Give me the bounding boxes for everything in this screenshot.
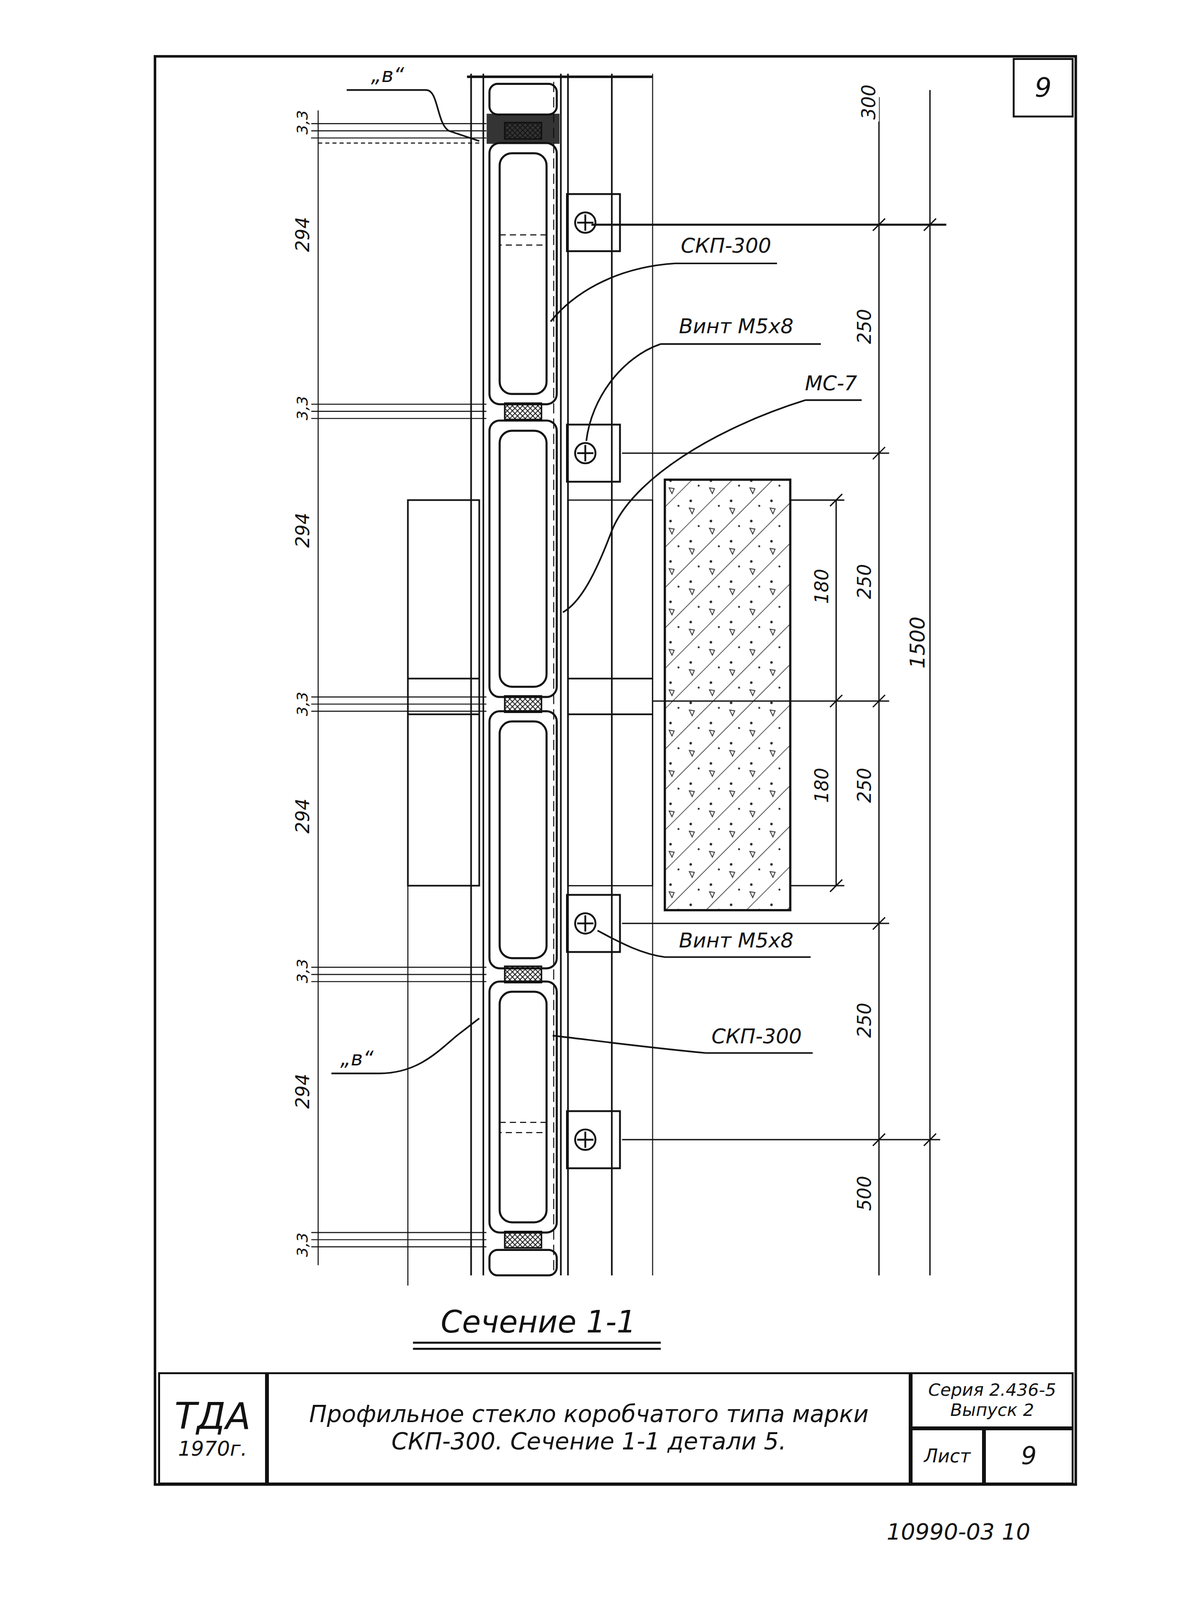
sheet-number-cell: 9: [983, 1427, 1074, 1484]
callout-mark: „в“: [338, 1047, 376, 1070]
sheet-number-box: 9: [1012, 57, 1075, 117]
part-callout: Винт М5х8: [677, 928, 796, 952]
part-callout: МС-7: [803, 372, 860, 395]
dimension-text: 294: [292, 1071, 313, 1111]
sheet-frame: [154, 56, 1076, 1485]
dimension-text: 3,3: [294, 689, 312, 718]
dimension-text: 294: [292, 215, 313, 255]
dimension-text: 250: [854, 306, 875, 346]
cell-text: Серия 2.436-5 Выпуск 2: [917, 1379, 1067, 1420]
dimension-text: 3,3: [294, 956, 312, 985]
section-caption: Сечение 1-1: [438, 1304, 638, 1339]
cell-text: 9: [1034, 72, 1052, 104]
organization-cell: ТДА1970г.: [158, 1371, 268, 1484]
cell-text: Профильное стекло коробчатого типа марки…: [273, 1400, 904, 1455]
sheet-label-cell: Лист: [910, 1427, 984, 1484]
cell-subtext: 1970г.: [178, 1436, 248, 1461]
dimension-text: 300: [858, 82, 879, 122]
fastener-brackets: [566, 194, 621, 1168]
callout-mark: „в“: [369, 64, 406, 87]
dimension-text: 294: [292, 510, 313, 550]
left-dimension-lines: [311, 110, 487, 1265]
dimension-text: 180: [811, 765, 833, 805]
dimension-text: 250: [854, 765, 875, 805]
part-callout: Винт М5х8: [677, 314, 796, 338]
dimension-text: 1500: [906, 614, 929, 671]
part-callout: СКП-300: [709, 1024, 804, 1048]
dimension-text: 500: [854, 1173, 875, 1213]
dimension-text: 3,3: [294, 108, 312, 137]
wall-lines: [407, 73, 653, 1286]
part-callout: СКП-300: [679, 234, 774, 257]
dimension-text: 294: [292, 796, 313, 836]
cell-text: Лист: [924, 1445, 971, 1467]
glass-profiles: [489, 83, 557, 1275]
cell-text: 9: [1020, 1441, 1037, 1470]
joint-seals: [487, 114, 559, 1248]
cell-text: ТДА: [174, 1394, 251, 1437]
archive-number: 10990-03 10: [884, 1519, 1033, 1544]
dimension-text: 180: [811, 566, 833, 606]
dimension-text: 250: [854, 561, 875, 601]
title-cell: Профильное стекло коробчатого типа марки…: [266, 1371, 911, 1484]
dimension-text: 250: [854, 1000, 875, 1040]
concrete-element: [664, 479, 791, 910]
dimension-text: 3,3: [294, 393, 312, 423]
leader-lines: [331, 90, 862, 1074]
series-cell: Серия 2.436-5 Выпуск 2: [910, 1371, 1074, 1428]
dimension-text: 3,3: [294, 1229, 312, 1259]
caption-underline: [413, 1341, 661, 1349]
